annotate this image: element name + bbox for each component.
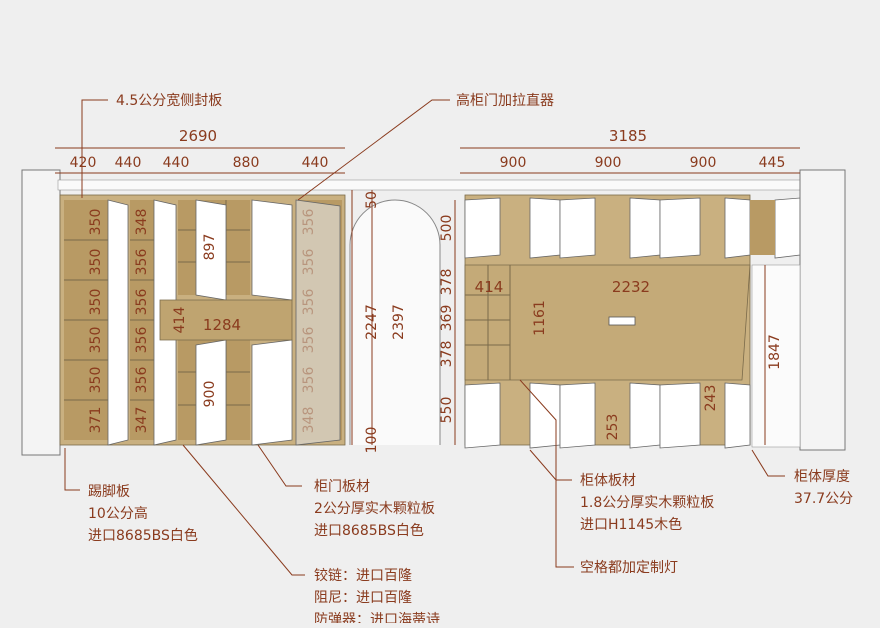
left-desk bbox=[159, 299, 293, 341]
svg-text:348: 348 bbox=[301, 407, 317, 434]
svg-text:350: 350 bbox=[88, 327, 104, 354]
callout-plinth-title: 踢脚板 bbox=[88, 484, 130, 500]
height-inner: 2247 bbox=[364, 304, 380, 340]
svg-text:356: 356 bbox=[301, 367, 317, 394]
right-desk-height: 1161 bbox=[532, 300, 548, 336]
side-small: 50 bbox=[364, 191, 380, 209]
svg-text:356: 356 bbox=[134, 249, 150, 276]
lower-height: 900 bbox=[202, 381, 218, 408]
callout-lights: 空格都加定制灯 bbox=[580, 560, 678, 576]
leader-lines bbox=[64, 99, 785, 576]
callout-damper: 阻尼：进口百隆 bbox=[314, 590, 412, 606]
power-outlet-icon bbox=[608, 316, 636, 326]
left-desk-depth: 414 bbox=[172, 307, 188, 334]
right-height: 1847 bbox=[767, 334, 783, 370]
callout-depth-title: 柜体厚度 bbox=[794, 469, 850, 485]
door-lower-a bbox=[195, 339, 227, 446]
right-side-wall bbox=[799, 169, 846, 451]
left-seg-5: 440 bbox=[302, 155, 329, 171]
right-seg-1: 900 bbox=[500, 155, 527, 171]
left-col1-shelves bbox=[64, 200, 108, 440]
callout-plinth-line1: 10公分高 bbox=[88, 505, 148, 522]
left-col2-labels: 348 356 356 356 356 347 bbox=[134, 209, 150, 434]
right-open-area bbox=[751, 264, 801, 448]
right-h2: 378 bbox=[439, 269, 455, 296]
upper-height: 897 bbox=[202, 234, 218, 261]
callout-depth-line1: 37.7公分 bbox=[794, 491, 853, 507]
callout-hinge: 铰链：进口百隆 bbox=[314, 568, 412, 584]
left-seg-2: 440 bbox=[115, 155, 142, 171]
right-seg-3: 900 bbox=[690, 155, 717, 171]
callout-side-panel: 4.5公分宽侧封板 bbox=[116, 92, 222, 109]
dimension-lines bbox=[55, 147, 800, 445]
right-seg-2: 900 bbox=[595, 155, 622, 171]
callout-body-line2: 进口H1145木色 bbox=[580, 516, 682, 533]
right-h5: 550 bbox=[439, 397, 455, 424]
callout-door-line2: 进口8685BS白色 bbox=[314, 522, 424, 539]
callout-door-line1: 2公分厚实木颗粒板 bbox=[314, 501, 435, 517]
right-lower-doors bbox=[464, 382, 751, 449]
right-upper-column bbox=[750, 200, 775, 255]
left-seg-3: 440 bbox=[163, 155, 190, 171]
right-upper-doors bbox=[464, 197, 801, 259]
svg-text:356: 356 bbox=[301, 289, 317, 316]
svg-text:350: 350 bbox=[88, 289, 104, 316]
right-total-width: 3185 bbox=[609, 127, 647, 145]
right-desk-width: 2232 bbox=[612, 278, 650, 296]
callout-plinth-line2: 进口8685BS白色 bbox=[88, 527, 198, 544]
left-seg-4: 880 bbox=[233, 155, 260, 171]
door-upper-b bbox=[251, 199, 293, 301]
right-desk-depth: 414 bbox=[475, 278, 504, 296]
svg-text:356: 356 bbox=[301, 209, 317, 236]
height-total: 2397 bbox=[391, 304, 407, 340]
svg-text:356: 356 bbox=[301, 327, 317, 354]
svg-text:356: 356 bbox=[134, 367, 150, 394]
left-side-wall bbox=[21, 169, 61, 456]
svg-text:348: 348 bbox=[134, 209, 150, 236]
svg-text:356: 356 bbox=[134, 327, 150, 354]
plinth-height: 100 bbox=[364, 427, 380, 454]
right-h1: 500 bbox=[439, 215, 455, 242]
callout-body-line1: 1.8公分厚实木颗粒板 bbox=[580, 495, 714, 511]
svg-text:356: 356 bbox=[134, 289, 150, 316]
svg-text:356: 356 bbox=[301, 249, 317, 276]
drawer-a: 243 bbox=[703, 385, 719, 412]
left-col2-shelves bbox=[130, 200, 154, 440]
left-total-width: 2690 bbox=[179, 127, 217, 145]
right-left-grid bbox=[465, 265, 511, 380]
left-col5-labels: 356 356 356 356 356 348 bbox=[301, 209, 317, 434]
drawer-b: 253 bbox=[605, 414, 621, 441]
callout-door-title: 柜门板材 bbox=[314, 479, 370, 495]
svg-text:371: 371 bbox=[88, 407, 104, 434]
left-seg-1: 420 bbox=[70, 155, 97, 171]
door-col1 bbox=[107, 199, 129, 446]
right-seg-4: 445 bbox=[759, 155, 786, 171]
svg-text:350: 350 bbox=[88, 209, 104, 236]
left-col1-labels: 350 350 350 350 350 371 bbox=[88, 209, 104, 434]
left-desk-width: 1284 bbox=[203, 316, 241, 334]
svg-text:347: 347 bbox=[134, 407, 150, 434]
right-desk-panel bbox=[464, 264, 751, 381]
callout-body-title: 柜体板材 bbox=[580, 473, 636, 489]
right-h4: 378 bbox=[439, 341, 455, 368]
right-h3: 369 bbox=[439, 305, 455, 332]
callout-bumper: 防弹器：进口海蒂诗 bbox=[314, 612, 440, 623]
glass-door-col5 bbox=[295, 199, 341, 446]
svg-text:350: 350 bbox=[88, 367, 104, 394]
svg-text:350: 350 bbox=[88, 249, 104, 276]
door-lower-b bbox=[251, 339, 293, 446]
callout-door-straightener: 高柜门加拉直器 bbox=[456, 92, 554, 109]
ceiling-strip bbox=[57, 179, 819, 191]
